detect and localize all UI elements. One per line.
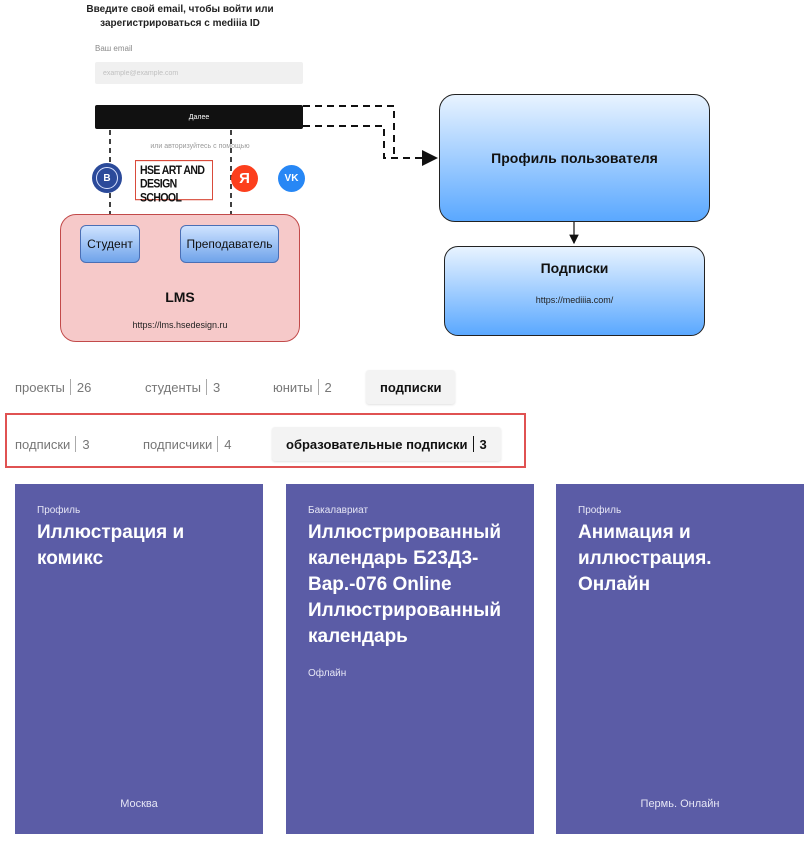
student-button[interactable]: Студент (80, 225, 140, 263)
subscriptions-title: Подписки (540, 260, 609, 276)
subtab-count: 3 (479, 436, 487, 452)
hse-logo-icon[interactable]: В (92, 163, 122, 193)
card-kicker: Профиль (578, 505, 622, 516)
subtab-divider (75, 436, 77, 452)
tab-label: студенты (145, 379, 201, 395)
user-profile-box: Профиль пользователя (439, 94, 710, 222)
tab-count: 2 (324, 379, 332, 395)
program-card[interactable]: Бакалавриат Иллюстрированный календарь Б… (286, 484, 534, 834)
tab-divider (317, 379, 319, 395)
subscriptions-url: https://mediiia.com/ (535, 295, 614, 305)
card-title: Анимация и иллюстрация. Онлайн (578, 522, 712, 595)
vk-icon[interactable]: VK (278, 165, 305, 192)
tab-students[interactable]: студенты 3 (145, 370, 220, 404)
subtab-count: 3 (82, 436, 90, 452)
login-title: Введите свой email, чтобы войти или заре… (86, 4, 274, 29)
card-kicker: Профиль (37, 505, 81, 516)
subtab-subscribers[interactable]: подписчики 4 (143, 427, 231, 461)
program-card[interactable]: Профиль Анимация и иллюстрация. Онлайн П… (556, 484, 804, 834)
email-label: Ваш email (95, 44, 133, 53)
tab-units[interactable]: юниты 2 (273, 370, 332, 404)
subtab-subscriptions[interactable]: подписки 3 (15, 427, 90, 461)
tab-divider (69, 379, 71, 395)
tab-label: юниты (273, 379, 313, 395)
card-kicker: Бакалавриат (308, 505, 369, 516)
card-location: Пермь. Онлайн (640, 798, 720, 810)
subtab-label: образовательные подписки (286, 436, 468, 452)
subscriptions-box (444, 246, 705, 336)
tab-projects[interactable]: проекты 26 (15, 370, 91, 404)
card-title: Иллюстрированный календарь Б23Д3-Вар.-07… (308, 522, 501, 647)
tab-label: проекты (15, 379, 65, 395)
subscription-subtabs: подписки 3 подписчики 4 образовательные по… (0, 427, 812, 461)
subtab-count: 4 (224, 436, 232, 452)
connector-next-to-profile-b (303, 125, 438, 166)
alt-auth-text: или авторизуйтесь с помощью (150, 143, 250, 150)
connector-next-to-profile-a (303, 105, 395, 158)
subtab-label: подписки (15, 436, 71, 452)
hse-logo-glyph: В (96, 167, 118, 189)
tab-subscriptions[interactable]: подписки (366, 370, 456, 404)
profile-tabs: проекты 26 студенты 3 юниты 2 подписки (0, 370, 812, 406)
program-card[interactable]: Профиль Иллюстрация и комикс Москва (15, 484, 263, 834)
lms-title: LMS (165, 289, 195, 305)
card-title: Иллюстрация и комикс (37, 522, 185, 569)
subtab-label: подписчики (143, 436, 213, 452)
teacher-button[interactable]: Преподаватель (180, 225, 279, 263)
next-button[interactable]: Далее (95, 105, 303, 129)
tab-divider (205, 379, 207, 395)
subtab-divider (472, 436, 474, 452)
tab-label: подписки (380, 379, 442, 395)
subtab-educational-subscriptions[interactable]: образовательные подписки 3 (272, 427, 501, 461)
hse-art-design-school-logo[interactable]: HSE ART AND DESIGN SCHOOL (135, 160, 213, 205)
card-location: Москва (120, 798, 158, 810)
subtab-divider (217, 436, 219, 452)
email-input[interactable] (95, 62, 303, 84)
yandex-icon[interactable]: Я (231, 165, 258, 192)
lms-url: https://lms.hsedesign.ru (132, 320, 228, 330)
subtabs-highlight-frame (5, 413, 526, 468)
tab-count: 3 (212, 379, 221, 395)
tab-count: 26 (76, 379, 92, 395)
card-format: Офлайн (308, 668, 347, 679)
